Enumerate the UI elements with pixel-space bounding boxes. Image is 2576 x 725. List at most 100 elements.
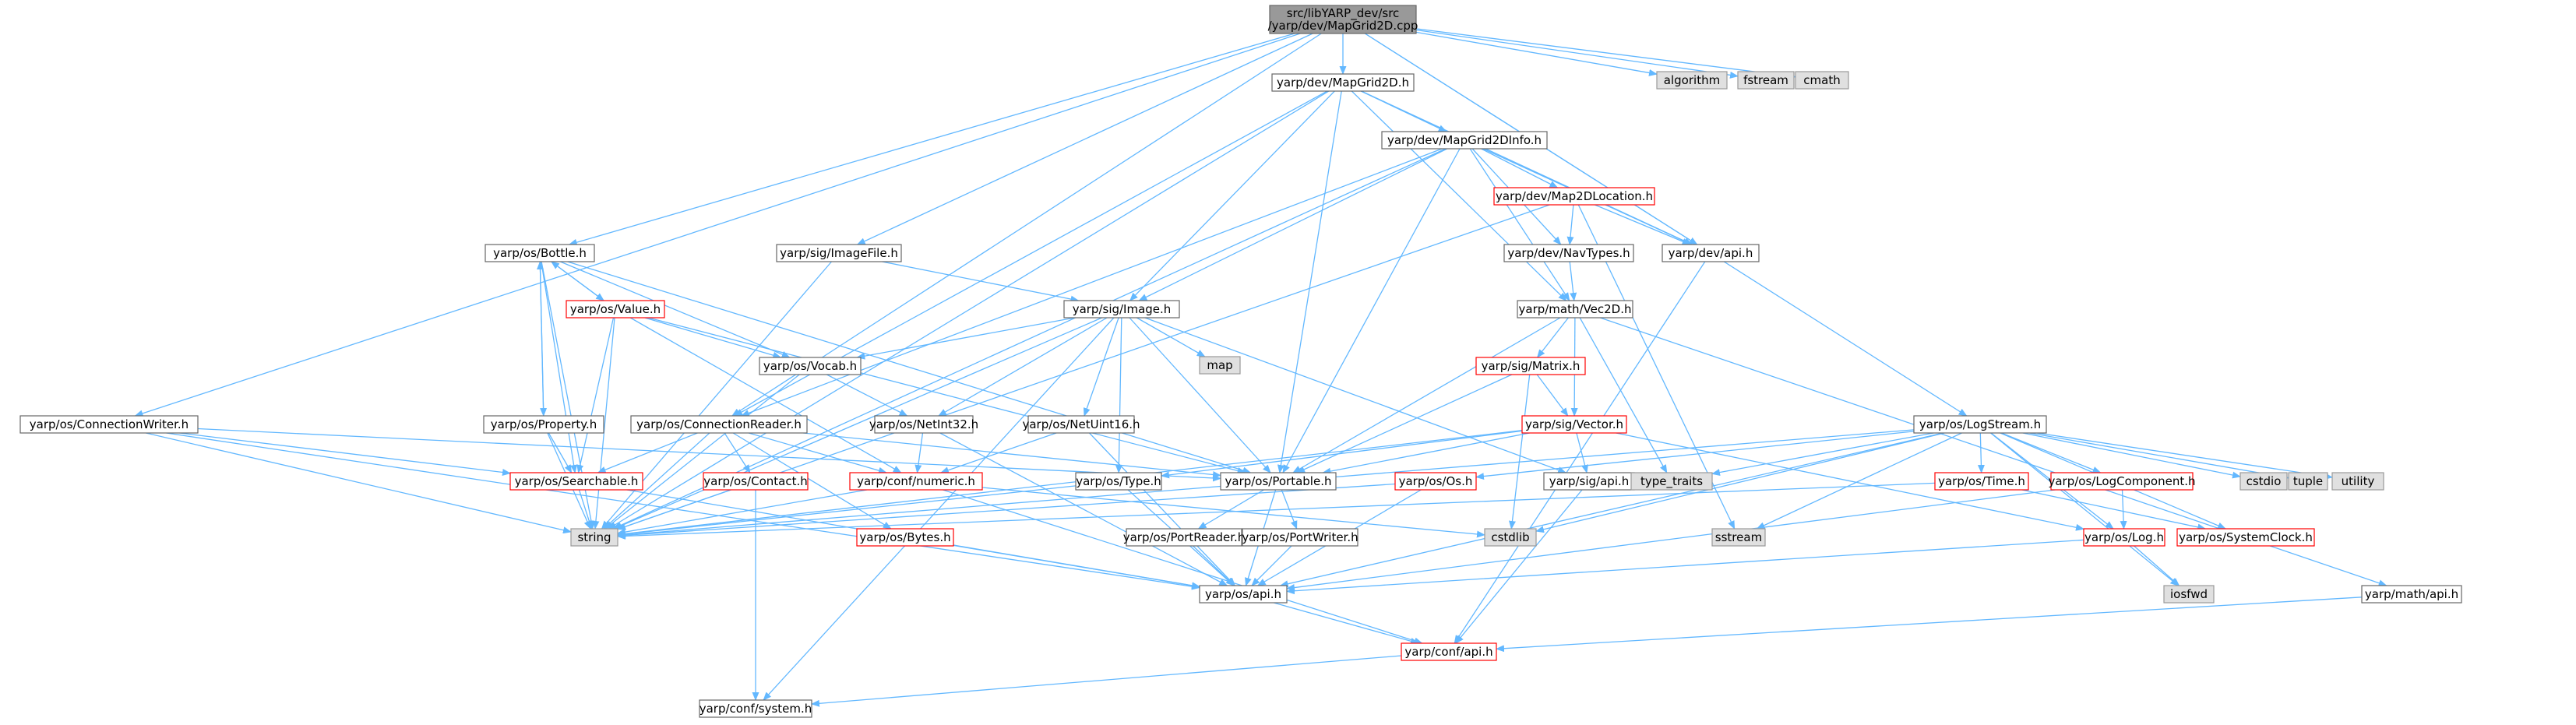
edge-image-to-netuint16 <box>1083 317 1119 417</box>
node-label: yarp/os/Bytes.h <box>859 530 950 544</box>
node-label: src/libYARP_dev/src <box>1287 6 1400 21</box>
edge-netint32-to-osapi <box>939 432 1228 586</box>
node-vector[interactable]: yarp/sig/Vector.h <box>1521 415 1627 434</box>
node-mathapi[interactable]: yarp/math/api.h <box>2361 585 2462 604</box>
node-vocab[interactable]: yarp/os/Vocab.h <box>759 357 862 375</box>
node-box <box>1075 472 1162 491</box>
node-vec2d[interactable]: yarp/math/Vec2D.h <box>1517 300 1633 319</box>
edge-mapgrid2dh-to-image <box>1129 90 1335 301</box>
node-label: utility <box>2342 474 2375 488</box>
node-confapi[interactable]: yarp/conf/api.h <box>1401 642 1497 661</box>
node-string: string <box>570 528 618 547</box>
node-label: yarp/os/Property.h <box>491 417 597 431</box>
node-property[interactable]: yarp/os/Property.h <box>483 415 604 434</box>
node-box <box>759 357 862 375</box>
node-box <box>1662 244 1760 262</box>
edge-value-to-searchable <box>576 317 615 473</box>
node-box <box>1027 415 1135 434</box>
node-label: fstream <box>1743 73 1788 87</box>
node-label: yarp/os/NetInt32.h <box>869 417 978 431</box>
node-imagefile[interactable]: yarp/sig/ImageFile.h <box>776 244 902 262</box>
node-box <box>1199 585 1288 604</box>
edge-image-to-portable <box>1129 317 1271 473</box>
node-box <box>1711 528 1766 547</box>
node-numeric[interactable]: yarp/conf/numeric.h <box>849 472 983 491</box>
node-searchable[interactable]: yarp/os/Searchable.h <box>509 472 643 491</box>
edge-mapgrid2dinfo-to-connreader <box>740 148 1443 417</box>
node-box <box>1269 5 1417 34</box>
node-navtypes[interactable]: yarp/dev/NavTypes.h <box>1503 244 1634 262</box>
edge-connreader-to-bytes <box>732 432 892 530</box>
node-box <box>1521 415 1627 434</box>
node-label: yarp/os/api.h <box>1205 587 1281 601</box>
edge-root-to-bottle <box>568 33 1295 246</box>
node-map2dlocation[interactable]: yarp/dev/Map2DLocation.h <box>1493 187 1655 206</box>
node-label: yarp/os/SystemClock.h <box>2179 530 2313 544</box>
node-type[interactable]: yarp/os/Type.h <box>1075 472 1162 491</box>
node-portwriter[interactable]: yarp/os/PortWriter.h <box>1242 528 1358 547</box>
node-label: yarp/os/LogComponent.h <box>2048 474 2195 488</box>
edge-os-to-string <box>617 483 1396 539</box>
node-system[interactable]: yarp/conf/system.h <box>699 699 812 718</box>
edge-sigapi-to-confapi <box>1455 489 1583 644</box>
node-osapi[interactable]: yarp/os/api.h <box>1199 585 1288 604</box>
edge-root-to-fstream <box>1415 29 1739 79</box>
node-connwriter[interactable]: yarp/os/ConnectionWriter.h <box>19 415 199 434</box>
edge-map2dlocation-to-navtypes <box>1566 204 1574 245</box>
node-root[interactable]: src/libYARP_dev/src/yarp/dev/MapGrid2D.c… <box>1268 5 1418 34</box>
edge-searchable-to-string <box>578 489 593 530</box>
edge-connreader-to-numeric <box>748 432 887 474</box>
edge-osapi-to-confapi <box>1274 602 1419 645</box>
edge-value-to-portable <box>648 317 1246 474</box>
node-portreader[interactable]: yarp/os/PortReader.h <box>1123 528 1246 547</box>
node-log[interactable]: yarp/os/Log.h <box>2083 528 2165 547</box>
node-image[interactable]: yarp/sig/Image.h <box>1063 300 1180 319</box>
edge-logcomponent-to-log <box>2120 489 2127 530</box>
edge-vector-to-string <box>617 430 1523 537</box>
node-logcomponent[interactable]: yarp/os/LogComponent.h <box>2048 472 2196 491</box>
edge-logstream-to-cstdlib <box>1535 432 1945 533</box>
node-label: sstream <box>1715 530 1762 544</box>
node-label: yarp/sig/ImageFile.h <box>780 246 898 260</box>
edge-netuint16-to-osapi <box>1089 432 1236 586</box>
node-portable[interactable]: yarp/os/Portable.h <box>1220 472 1337 491</box>
node-box <box>570 528 618 547</box>
edge-mapgrid2dh-to-vec2d <box>1351 90 1567 301</box>
node-netuint16[interactable]: yarp/os/NetUint16.h <box>1022 415 1140 434</box>
node-box <box>1271 73 1415 92</box>
edge-connreader-to-portable <box>803 432 1221 478</box>
edge-mapgrid2dinfo-to-map2dlocation <box>1481 148 1559 188</box>
node-netint32[interactable]: yarp/os/NetInt32.h <box>869 415 978 434</box>
node-box <box>630 415 808 434</box>
node-bytes[interactable]: yarp/os/Bytes.h <box>856 528 954 547</box>
node-box <box>19 415 199 434</box>
node-label: yarp/os/Os.h <box>1399 474 1473 488</box>
node-mapgrid2dh[interactable]: yarp/dev/MapGrid2D.h <box>1271 73 1415 92</box>
node-label: yarp/conf/numeric.h <box>857 474 975 488</box>
node-os[interactable]: yarp/os/Os.h <box>1394 472 1477 491</box>
edge-mapgrid2dinfo-to-portable <box>1282 148 1461 473</box>
edge-time-to-string <box>617 482 1936 540</box>
edge-logstream-to-os <box>1475 431 1915 480</box>
edge-root-to-connreader <box>731 33 1322 417</box>
edge-logstream-to-tuple <box>2029 432 2289 480</box>
node-mapgrid2dinfo[interactable]: yarp/dev/MapGrid2DInfo.h <box>1381 131 1548 150</box>
header-nodes: src/libYARP_dev/src/yarp/dev/MapGrid2D.c… <box>19 5 2462 718</box>
edge-logstream-to-typetraits <box>1711 432 1934 477</box>
node-matrix[interactable]: yarp/sig/Matrix.h <box>1475 357 1586 375</box>
node-connreader[interactable]: yarp/os/ConnectionReader.h <box>630 415 808 434</box>
edge-property-to-searchable <box>548 432 573 473</box>
node-logstream[interactable]: yarp/os/LogStream.h <box>1913 415 2047 434</box>
node-devapi[interactable]: yarp/dev/api.h <box>1662 244 1760 262</box>
node-bottle[interactable]: yarp/os/Bottle.h <box>485 244 595 262</box>
node-label: yarp/os/Bottle.h <box>493 246 587 260</box>
node-box <box>703 472 809 491</box>
edge-vector-to-log <box>1616 432 2084 531</box>
node-contact[interactable]: yarp/os/Contact.h <box>703 472 809 491</box>
node-sigapi[interactable]: yarp/sig/api.h <box>1543 472 1635 491</box>
node-box <box>1242 528 1358 547</box>
node-systemclock[interactable]: yarp/os/SystemClock.h <box>2176 528 2315 547</box>
node-label: yarp/dev/MapGrid2D.h <box>1277 76 1409 90</box>
node-value[interactable]: yarp/os/Value.h <box>566 300 665 319</box>
node-time[interactable]: yarp/os/Time.h <box>1934 472 2029 491</box>
